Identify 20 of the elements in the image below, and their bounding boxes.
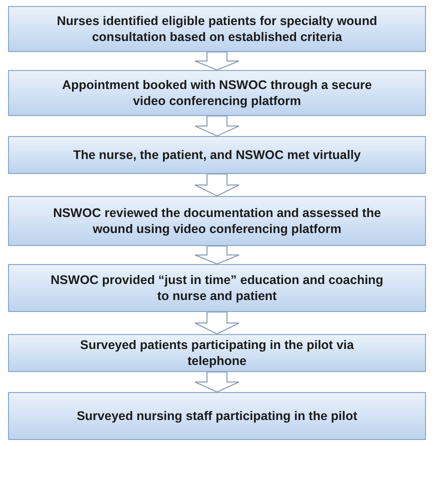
process-box bbox=[8, 264, 426, 312]
step-text: Surveyed patients participating in the pilot via telephone bbox=[79, 337, 355, 369]
process-box bbox=[8, 136, 426, 174]
arrow bbox=[194, 372, 240, 393]
step-text: Nurses identified eligible patients for specialty wound consultation based on established criteria bbox=[56, 13, 378, 45]
arrow bbox=[194, 52, 240, 71]
arrow bbox=[194, 312, 240, 335]
process-box bbox=[8, 334, 426, 372]
step-text: NSWOC reviewed the documentation and assessed the wound using video conferencing platform bbox=[52, 205, 382, 237]
process-box bbox=[8, 70, 426, 116]
arrow bbox=[194, 116, 240, 137]
arrow bbox=[194, 246, 240, 265]
process-box bbox=[8, 6, 426, 52]
process-box bbox=[8, 392, 426, 440]
arrow bbox=[194, 174, 240, 197]
step-text: Surveyed nursing staff participating in the pilot bbox=[76, 408, 358, 424]
step-text: NSWOC provided “just in time” education and coaching to nurse and patient bbox=[50, 272, 384, 304]
step-text: Appointment booked with NSWOC through a secure video conferencing platform bbox=[61, 77, 373, 109]
step-text: The nurse, the patient, and NSWOC met virtually bbox=[73, 147, 361, 163]
process-box bbox=[8, 196, 426, 246]
